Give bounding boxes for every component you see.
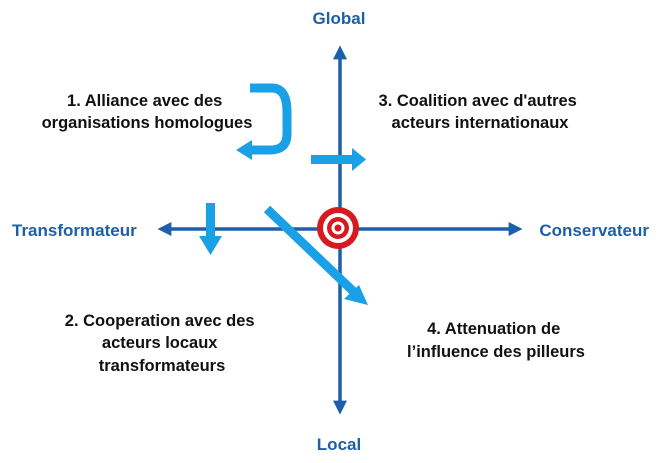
axes: [157, 45, 523, 415]
right-arrow-icon: [311, 148, 366, 171]
axis-label-right: Conservateur: [539, 221, 649, 240]
quadrant-4-text: 4. Attenuation de l’influence des pilleu…: [407, 320, 585, 361]
target-icon: [317, 207, 359, 249]
axis-label-left: Transformateur: [12, 221, 137, 240]
quadrant-3-text: 3. Coalition avec d'autres acteurs inter…: [379, 92, 582, 132]
quadrant-2-text: 2. Cooperation avec des acteurs locaux t…: [65, 312, 259, 375]
u-turn-arrow-icon: [236, 83, 292, 160]
quadrant-1-text: 1. Alliance avec des organisations homol…: [42, 92, 253, 132]
down-arrow-icon: [199, 203, 222, 255]
diagonal-arrow-icon: [263, 205, 368, 305]
axis-label-top: Global: [313, 9, 366, 28]
axis-label-bottom: Local: [317, 435, 361, 454]
